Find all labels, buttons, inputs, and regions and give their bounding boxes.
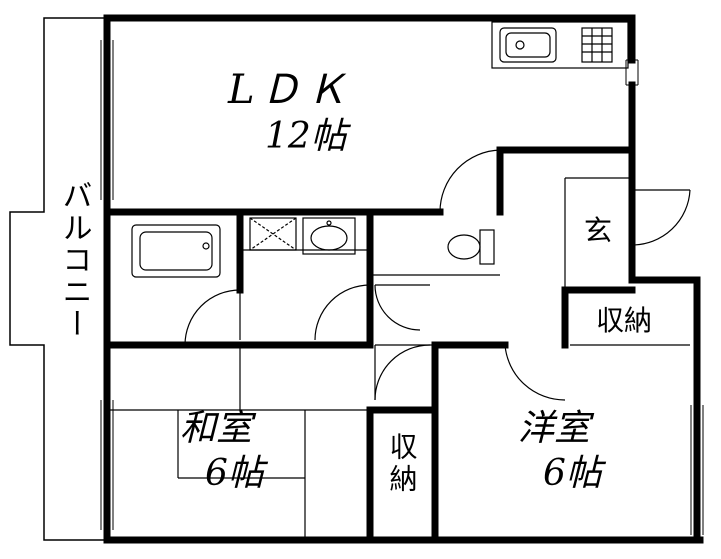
ldk-size: 12帖 xyxy=(265,116,352,157)
door-swings xyxy=(184,149,691,401)
youshitsu-size: 6帖 xyxy=(543,453,607,494)
wash-basin-icon xyxy=(302,217,356,255)
storage-center-name: 収納 xyxy=(386,432,419,496)
windows xyxy=(100,40,704,535)
thin-lines xyxy=(110,21,690,540)
balcony-area xyxy=(9,17,104,541)
storage-right-name: 収納 xyxy=(596,304,652,337)
bathtub-icon xyxy=(131,224,221,278)
fixtures xyxy=(131,27,613,278)
toilet-icon xyxy=(447,229,495,265)
stove-icon xyxy=(581,27,613,63)
washitsu-name: 和室 xyxy=(180,408,257,449)
kitchen-sink-icon xyxy=(499,27,557,63)
washing-machine-pan-icon xyxy=(249,217,297,251)
ldk-name: LＤＫ xyxy=(227,67,353,113)
youshitsu-name: 洋室 xyxy=(518,408,595,449)
balcony-name: バルコニー xyxy=(57,180,92,340)
genkan-name: 玄 xyxy=(584,214,612,247)
washitsu-size: 6帖 xyxy=(205,453,269,494)
